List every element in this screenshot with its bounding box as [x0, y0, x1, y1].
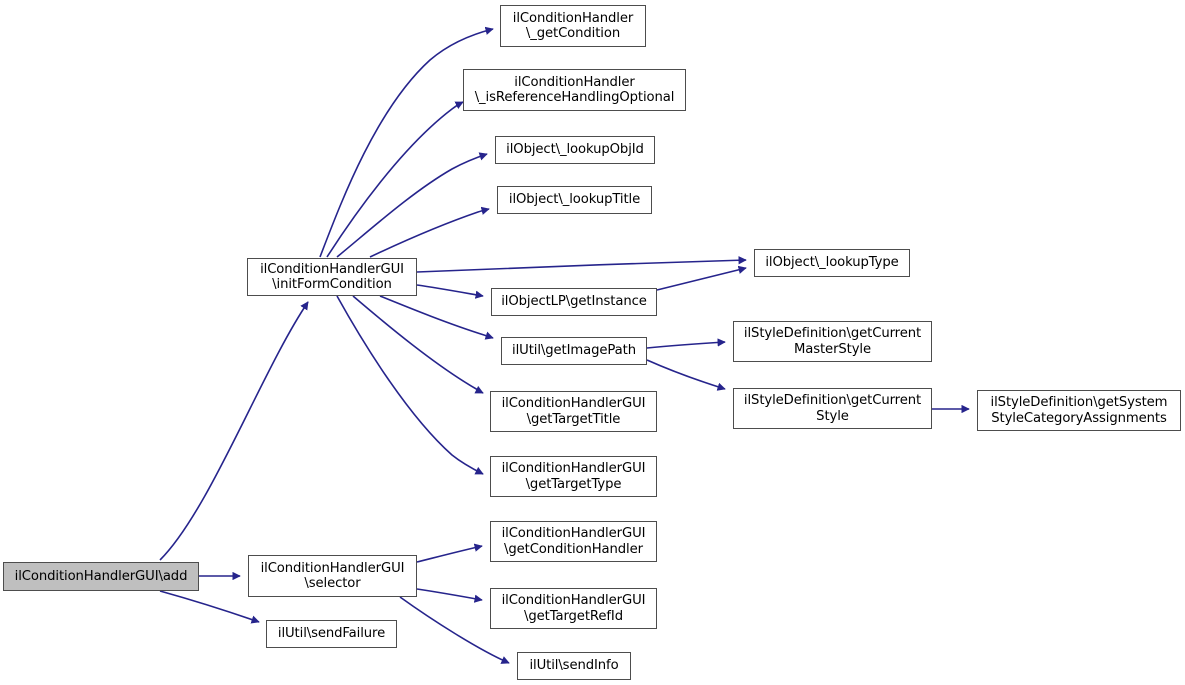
- graph-node-label: ilConditionHandler \_isReferenceHandling…: [474, 74, 675, 106]
- graph-node-condhandler[interactable]: ilConditionHandlerGUI \getConditionHandl…: [490, 521, 657, 562]
- graph-node-label: ilUtil\getImagePath: [512, 343, 636, 359]
- call-edge-imagepath-to-masterstyle: [646, 338, 726, 349]
- graph-node-label: ilConditionHandler \_getCondition: [512, 10, 634, 42]
- graph-node-lookupobjid[interactable]: ilObject\_lookupObjId: [495, 136, 655, 164]
- call-edge-initform-to-targettype: [336, 295, 484, 475]
- call-edge-initform-to-lookuptitle: [369, 206, 490, 258]
- call-edge-add-to-sendfailure: [159, 590, 260, 624]
- graph-node-label: ilObject\_lookupType: [765, 255, 899, 271]
- graph-node-sendinfo[interactable]: ilUtil\sendInfo: [517, 652, 631, 680]
- graph-node-initform[interactable]: ilConditionHandlerGUI \initFormCondition: [247, 258, 417, 296]
- graph-node-label: ilStyleDefinition\getSystem StyleCategor…: [990, 395, 1168, 426]
- graph-node-targettitle[interactable]: ilConditionHandlerGUI \getTargetTitle: [490, 391, 657, 432]
- graph-node-targetrefid[interactable]: ilConditionHandlerGUI \getTargetRefId: [490, 588, 657, 629]
- graph-node-isrefopt[interactable]: ilConditionHandler \_isReferenceHandling…: [463, 69, 686, 111]
- graph-node-objlp[interactable]: ilObjectLP\getInstance: [491, 288, 657, 316]
- call-edge-selector-to-targetrefid: [416, 588, 483, 603]
- graph-node-label: ilStyleDefinition\getCurrent Style: [743, 393, 922, 424]
- graph-node-label: ilObjectLP\getInstance: [501, 294, 647, 310]
- graph-node-masterstyle[interactable]: ilStyleDefinition\getCurrent MasterStyle: [733, 321, 932, 362]
- graph-node-label: ilStyleDefinition\getCurrent MasterStyle: [743, 326, 922, 357]
- graph-node-label: ilConditionHandlerGUI \getTargetType: [501, 461, 646, 492]
- graph-node-syscat[interactable]: ilStyleDefinition\getSystem StyleCategor…: [977, 390, 1181, 431]
- graph-node-label: ilConditionHandlerGUI \getConditionHandl…: [501, 526, 646, 557]
- call-edge-initform-to-lookuptype: [416, 256, 747, 273]
- call-edge-imagepath-to-currentstyle: [646, 359, 726, 391]
- graph-node-add[interactable]: ilConditionHandlerGUI\add: [3, 562, 199, 591]
- graph-node-getcondition[interactable]: ilConditionHandler \_getCondition: [500, 5, 646, 47]
- graph-node-lookuptype[interactable]: ilObject\_lookupType: [754, 249, 910, 277]
- graph-node-label: ilObject\_lookupTitle: [508, 192, 641, 208]
- call-edge-objlp-to-lookuptype: [656, 265, 747, 291]
- graph-node-selector[interactable]: ilConditionHandlerGUI \selector: [248, 555, 417, 597]
- graph-node-sendfailure[interactable]: ilUtil\sendFailure: [266, 620, 397, 648]
- graph-node-imagepath[interactable]: ilUtil\getImagePath: [501, 337, 647, 365]
- call-edge-initform-to-getcondition: [319, 26, 494, 258]
- call-edge-initform-to-targettitle: [352, 295, 484, 394]
- call-edge-initform-to-isrefopt: [326, 101, 464, 258]
- graph-node-label: ilUtil\sendFailure: [277, 626, 386, 642]
- call-edge-initform-to-imagepath: [379, 295, 494, 340]
- graph-node-label: ilConditionHandlerGUI\add: [14, 568, 188, 584]
- call-edge-selector-to-sendinfo: [399, 596, 510, 664]
- graph-node-label: ilConditionHandlerGUI \getTargetRefId: [501, 593, 646, 624]
- call-edge-add-to-initform: [159, 301, 309, 561]
- graph-node-currentstyle[interactable]: ilStyleDefinition\getCurrent Style: [733, 388, 932, 429]
- call-edge-initform-to-lookupobjid: [336, 152, 488, 258]
- graph-node-targettype[interactable]: ilConditionHandlerGUI \getTargetType: [490, 456, 657, 497]
- call-edge-selector-to-condhandler: [416, 543, 483, 563]
- graph-node-label: ilConditionHandlerGUI \getTargetTitle: [501, 396, 646, 427]
- graph-node-lookuptitle[interactable]: ilObject\_lookupTitle: [497, 186, 652, 214]
- graph-node-label: ilUtil\sendInfo: [529, 658, 619, 674]
- call-edge-initform-to-objlp: [416, 284, 484, 299]
- graph-node-label: ilObject\_lookupObjId: [506, 142, 644, 158]
- graph-node-label: ilConditionHandlerGUI \initFormCondition: [260, 261, 404, 293]
- graph-node-label: ilConditionHandlerGUI \selector: [260, 560, 405, 592]
